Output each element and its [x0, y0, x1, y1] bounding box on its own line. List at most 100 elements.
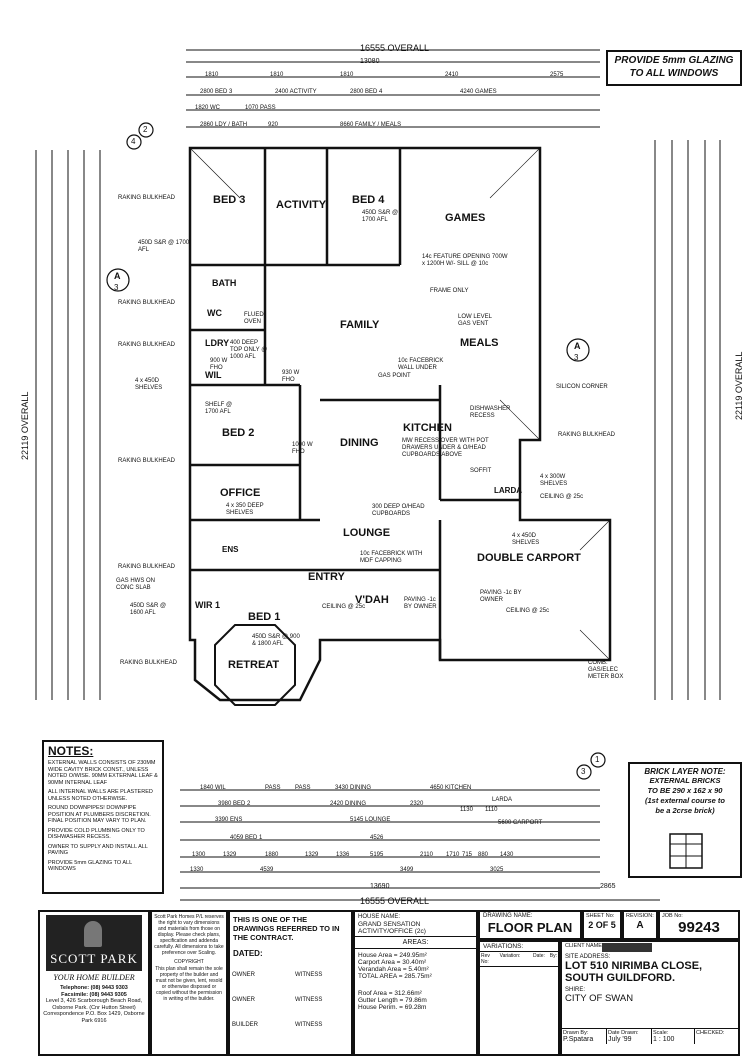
- note-shelf-1700: SHELF @ 1700 AFL: [205, 402, 233, 415]
- bottom-main-dim: 13690: [370, 883, 390, 890]
- dim: 2800 BED 3: [200, 89, 233, 95]
- note-wir-shelf: 450D S&R @ 1600 AFL: [130, 603, 167, 616]
- note-shelves: 450D S&R @ 1700 AFL: [138, 240, 190, 253]
- room-vdah: V'DAH: [355, 594, 389, 606]
- variations-label: VARIATIONS:: [480, 942, 558, 952]
- redacted-block: [602, 943, 652, 952]
- dim: 4526: [370, 835, 384, 841]
- dim: 2320: [410, 801, 424, 807]
- dim: 1336: [336, 852, 350, 858]
- note-raking-bulkhead: RAKING BULKHEAD: [558, 432, 616, 438]
- glazing-note: PROVIDE 5mm GLAZING TO ALL WINDOWS: [614, 55, 734, 79]
- gutter-length: Gutter Length = 79.86m: [358, 997, 427, 1004]
- note-bed4-shelf: 450D S&R @ 1700 AFL: [362, 210, 399, 223]
- overall-top-dim: 16555 OVERALL: [360, 43, 430, 53]
- contract-cell: THIS IS ONE OF THE DRAWINGS REFERRED TO …: [228, 910, 353, 1056]
- room-office: OFFICE: [220, 487, 261, 499]
- shire: CITY OF SWAN: [565, 993, 634, 1004]
- revision-cell: REVISION: A: [622, 910, 658, 940]
- roof-area: Roof Area = 312.66m²: [358, 990, 422, 997]
- checked-label: CHECKED:: [696, 1030, 725, 1036]
- person-icon: [84, 921, 102, 947]
- note-facebrick: 10c FACEBRICK WALL UNDER: [398, 358, 444, 371]
- section-number: 1: [595, 755, 600, 764]
- date-drawn-label: Date Drawn:: [608, 1030, 639, 1036]
- drawing-name: FLOOR PLAN: [487, 920, 573, 935]
- dim: 1070 PASS: [245, 105, 276, 111]
- dim: 1110: [485, 807, 498, 813]
- left-overall-dim: 22119 OVERALL: [20, 391, 30, 460]
- drawing-name-label: DRAWING NAME:: [483, 913, 533, 919]
- shire-label: SHIRE:: [565, 987, 586, 993]
- dim: PASS: [265, 785, 281, 791]
- dim: 1810: [270, 72, 284, 78]
- note-paving-vdah: PAVING -1c BY OWNER: [404, 597, 437, 610]
- dim: 2800 BED 4: [350, 89, 383, 95]
- house-area: House Area = 249.95m²: [358, 952, 427, 959]
- room-wc: WC: [207, 308, 222, 318]
- brick-diagram-icon: [669, 833, 703, 869]
- dim: 880: [478, 852, 489, 858]
- room-retreat: RETREAT: [228, 659, 280, 671]
- note-raking-bulkhead: RAKING BULKHEAD: [118, 195, 176, 201]
- telephone: Telephone: (08) 9443 9303: [60, 985, 128, 991]
- note-deep-cupboards: 300 DEEP O/HEAD CUPBOARDS: [372, 504, 425, 517]
- note-low-level-gas: LOW LEVEL GAS VENT: [458, 314, 492, 327]
- witness-label: WITNESS: [295, 1022, 323, 1028]
- site-cell: CLIENT NAME: SITE ADDRESS: LOT 510 NIRIM…: [560, 940, 740, 1056]
- dim: 4059 BED 1: [230, 835, 263, 841]
- address: Level 3, 426 Scarborough Beach Road, Osb…: [45, 998, 143, 1011]
- dim: 1430: [500, 852, 514, 858]
- dim: 3430 DINING: [335, 785, 372, 791]
- scale-label: Scale:: [653, 1030, 669, 1036]
- room-lounge: LOUNGE: [343, 527, 391, 539]
- dim: 920: [268, 122, 279, 128]
- carport-area: Carport Area = 30.40m²: [358, 959, 427, 966]
- house-cell: HOUSE NAME: GRAND SENSATION ACTIVITY/OFF…: [353, 910, 478, 1056]
- dim: 1810: [205, 72, 219, 78]
- section-letter: A: [114, 271, 121, 281]
- drawn-by-cell: Drawn By:P.Spatara: [562, 1029, 607, 1044]
- note-shelves-4x300: 4 x 300W SHELVES: [540, 474, 568, 487]
- variations-header: Rev No: Variation: Date: By:: [480, 952, 558, 967]
- section-marker-left: [106, 268, 130, 292]
- note-line: ALL INTERNAL WALLS ARE PLASTERED UNLESS …: [48, 789, 153, 802]
- note-ceiling-vdah: CEILING @ 25c: [322, 604, 366, 610]
- note-raking-bulkhead: RAKING BULKHEAD: [118, 458, 176, 464]
- room-larda: LARDA: [494, 486, 522, 495]
- dim: 1820 WC: [195, 105, 221, 111]
- note-ceiling: CEILING @ 25c: [540, 494, 584, 500]
- scale-cell: Scale:1 : 100: [652, 1029, 695, 1044]
- note-raking-bulkhead: RAKING BULKHEAD: [118, 300, 176, 306]
- owner-label: OWNER: [232, 972, 255, 978]
- drawn-by: P.Spatara: [563, 1036, 594, 1043]
- room-ldry: LDRY: [205, 338, 230, 348]
- dim: 5145 LOUNGE: [350, 817, 391, 823]
- note-raking-bulkhead: RAKING BULKHEAD: [118, 564, 176, 570]
- site-address-1: LOT 510 NIRIMBA CLOSE,: [565, 960, 703, 972]
- section-number: 3: [574, 353, 579, 362]
- dim: 1329: [223, 852, 237, 858]
- note-line: PROVIDE COLD PLUMBING ONLY TO DISHWASHER…: [48, 827, 145, 841]
- note-ceiling-carport: CEILING @ 25c: [506, 608, 550, 614]
- dim: 5195: [370, 852, 384, 858]
- note-line: PROVIDE 5mm GLAZING TO ALL WINDOWS: [48, 859, 132, 873]
- dim: 1330: [190, 867, 204, 873]
- note-line: EXTERNAL WALLS CONSISTS OF 230MM WIDE CA…: [48, 760, 158, 786]
- note-feature-opening: 14c FEATURE OPENING 700W x 1200H W/- SIL…: [422, 254, 508, 267]
- site-address-label: SITE ADDRESS:: [565, 954, 611, 960]
- variation-col: Variation:: [499, 953, 521, 959]
- note-shelves-4x350: 4 x 350 DEEP SHELVES: [226, 503, 264, 516]
- builder-label: BUILDER: [232, 1022, 259, 1028]
- room-bed4: BED 4: [352, 194, 385, 206]
- dim: 3025: [490, 867, 504, 873]
- room-kitchen: KITCHEN: [403, 422, 452, 434]
- section-letter: A: [574, 341, 581, 351]
- note-fho: 900 W FHO: [210, 358, 228, 371]
- section-number: 3: [581, 767, 586, 776]
- room-bed2: BED 2: [222, 427, 255, 439]
- dim: 2110: [420, 852, 433, 858]
- room-ens: ENS: [222, 545, 239, 554]
- house-name-label: HOUSE NAME:: [358, 914, 401, 920]
